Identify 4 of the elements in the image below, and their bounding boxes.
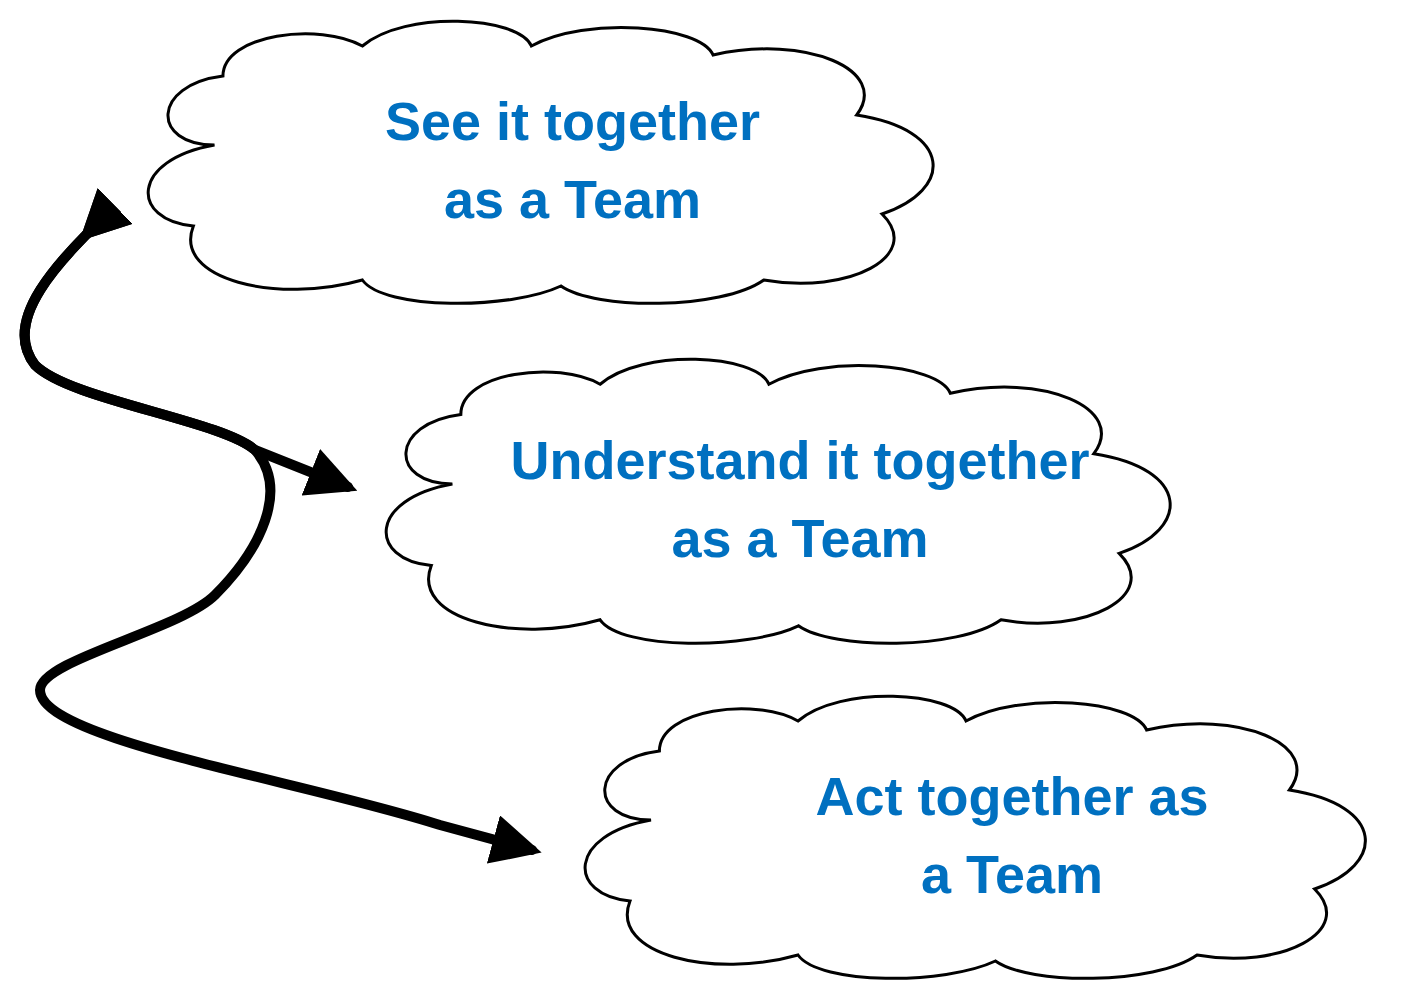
cloud-label: See it together as a Team <box>383 90 762 231</box>
cloud-label: Act together as a Team <box>814 765 1210 906</box>
cloud-label: Understand it together as a Team <box>509 429 1091 570</box>
curved-arrow <box>19 188 542 864</box>
